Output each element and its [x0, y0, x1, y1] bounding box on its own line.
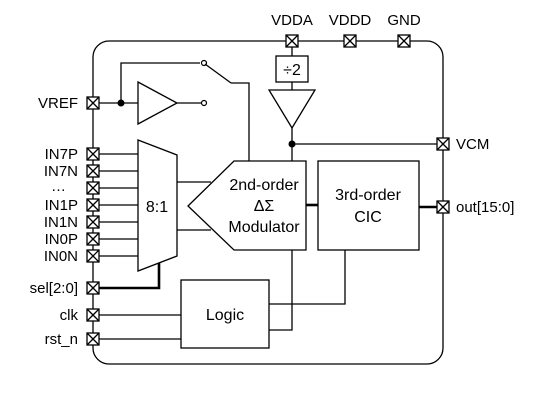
cic-block	[317, 160, 420, 251]
modulator-label-line1: 2nd-order	[229, 177, 299, 194]
pin-in0n: IN0N	[44, 248, 100, 265]
pin-clk: clk	[60, 307, 100, 324]
pin-vref: VREF	[38, 95, 100, 112]
cic-label-line1: 3rd-order	[335, 187, 401, 204]
wire-mux-to-modulator	[177, 181, 211, 231]
pin-label-vddd: VDDD	[329, 12, 372, 29]
pin-in7p: IN7P	[45, 146, 100, 163]
modulator-label-line2: ΔΣ	[254, 198, 275, 215]
mux-block	[137, 139, 178, 272]
pin-label-out: out[15:0]	[456, 199, 514, 216]
wire-logic-to-cic	[269, 250, 346, 305]
pin-gnd: GND	[387, 12, 421, 48]
divider-box	[275, 55, 309, 83]
switch-contact-bottom	[200, 99, 208, 107]
pin-label-clk: clk	[60, 307, 79, 324]
vref-buffer	[137, 80, 179, 126]
pin-label-in0n: IN0N	[44, 248, 78, 265]
logic-label: Logic	[206, 307, 244, 324]
pin-label-sel: sel[2:0]	[30, 280, 78, 297]
pin-label-rst: rst_n	[45, 331, 78, 348]
logic-block	[180, 279, 270, 349]
wire-vref-to-switch	[120, 62, 200, 103]
modulator-block	[187, 160, 307, 251]
pin-vddd: VDDD	[329, 12, 372, 48]
pin-label-in7n: IN7N	[44, 163, 78, 180]
pin-label-vref: VREF	[38, 95, 78, 112]
pin-in1p: IN1P	[45, 197, 100, 214]
pin-label-vdda: VDDA	[271, 12, 313, 29]
pin-label-in1p: IN1P	[45, 197, 78, 214]
pin-label-vcm: VCM	[456, 136, 489, 153]
divider-label: ÷2	[283, 62, 301, 79]
pin-vcm: VCM	[436, 136, 489, 153]
pin-sel: sel[2:0]	[30, 280, 100, 297]
pin-label-gnd: GND	[387, 12, 421, 29]
pin-label-in7p: IN7P	[45, 146, 78, 163]
pin-rst: rst_n	[45, 331, 100, 348]
pin-label-in0p: IN0P	[45, 231, 78, 248]
switch-blade	[204, 63, 232, 84]
wire-sel	[99, 263, 161, 290]
wire-logic-to-modulator	[269, 250, 293, 331]
wire-switch-to-modulator	[231, 82, 250, 161]
pin-out: out[15:0]	[436, 199, 514, 216]
pin-label-in1n: IN1N	[44, 214, 78, 231]
vcm-buffer	[267, 89, 317, 130]
pin-vdda: VDDA	[271, 12, 313, 48]
cic-label-line2: CIC	[354, 209, 382, 226]
pin-in1n: IN1N	[44, 214, 100, 231]
input-wires	[99, 153, 138, 257]
pin-label-ellipsis: …	[51, 178, 66, 195]
mux-label: 8:1	[146, 199, 168, 216]
pin-ellipsis: …	[51, 178, 100, 195]
modulator-label-line3: Modulator	[228, 219, 300, 236]
pin-in0p: IN0P	[45, 231, 100, 248]
